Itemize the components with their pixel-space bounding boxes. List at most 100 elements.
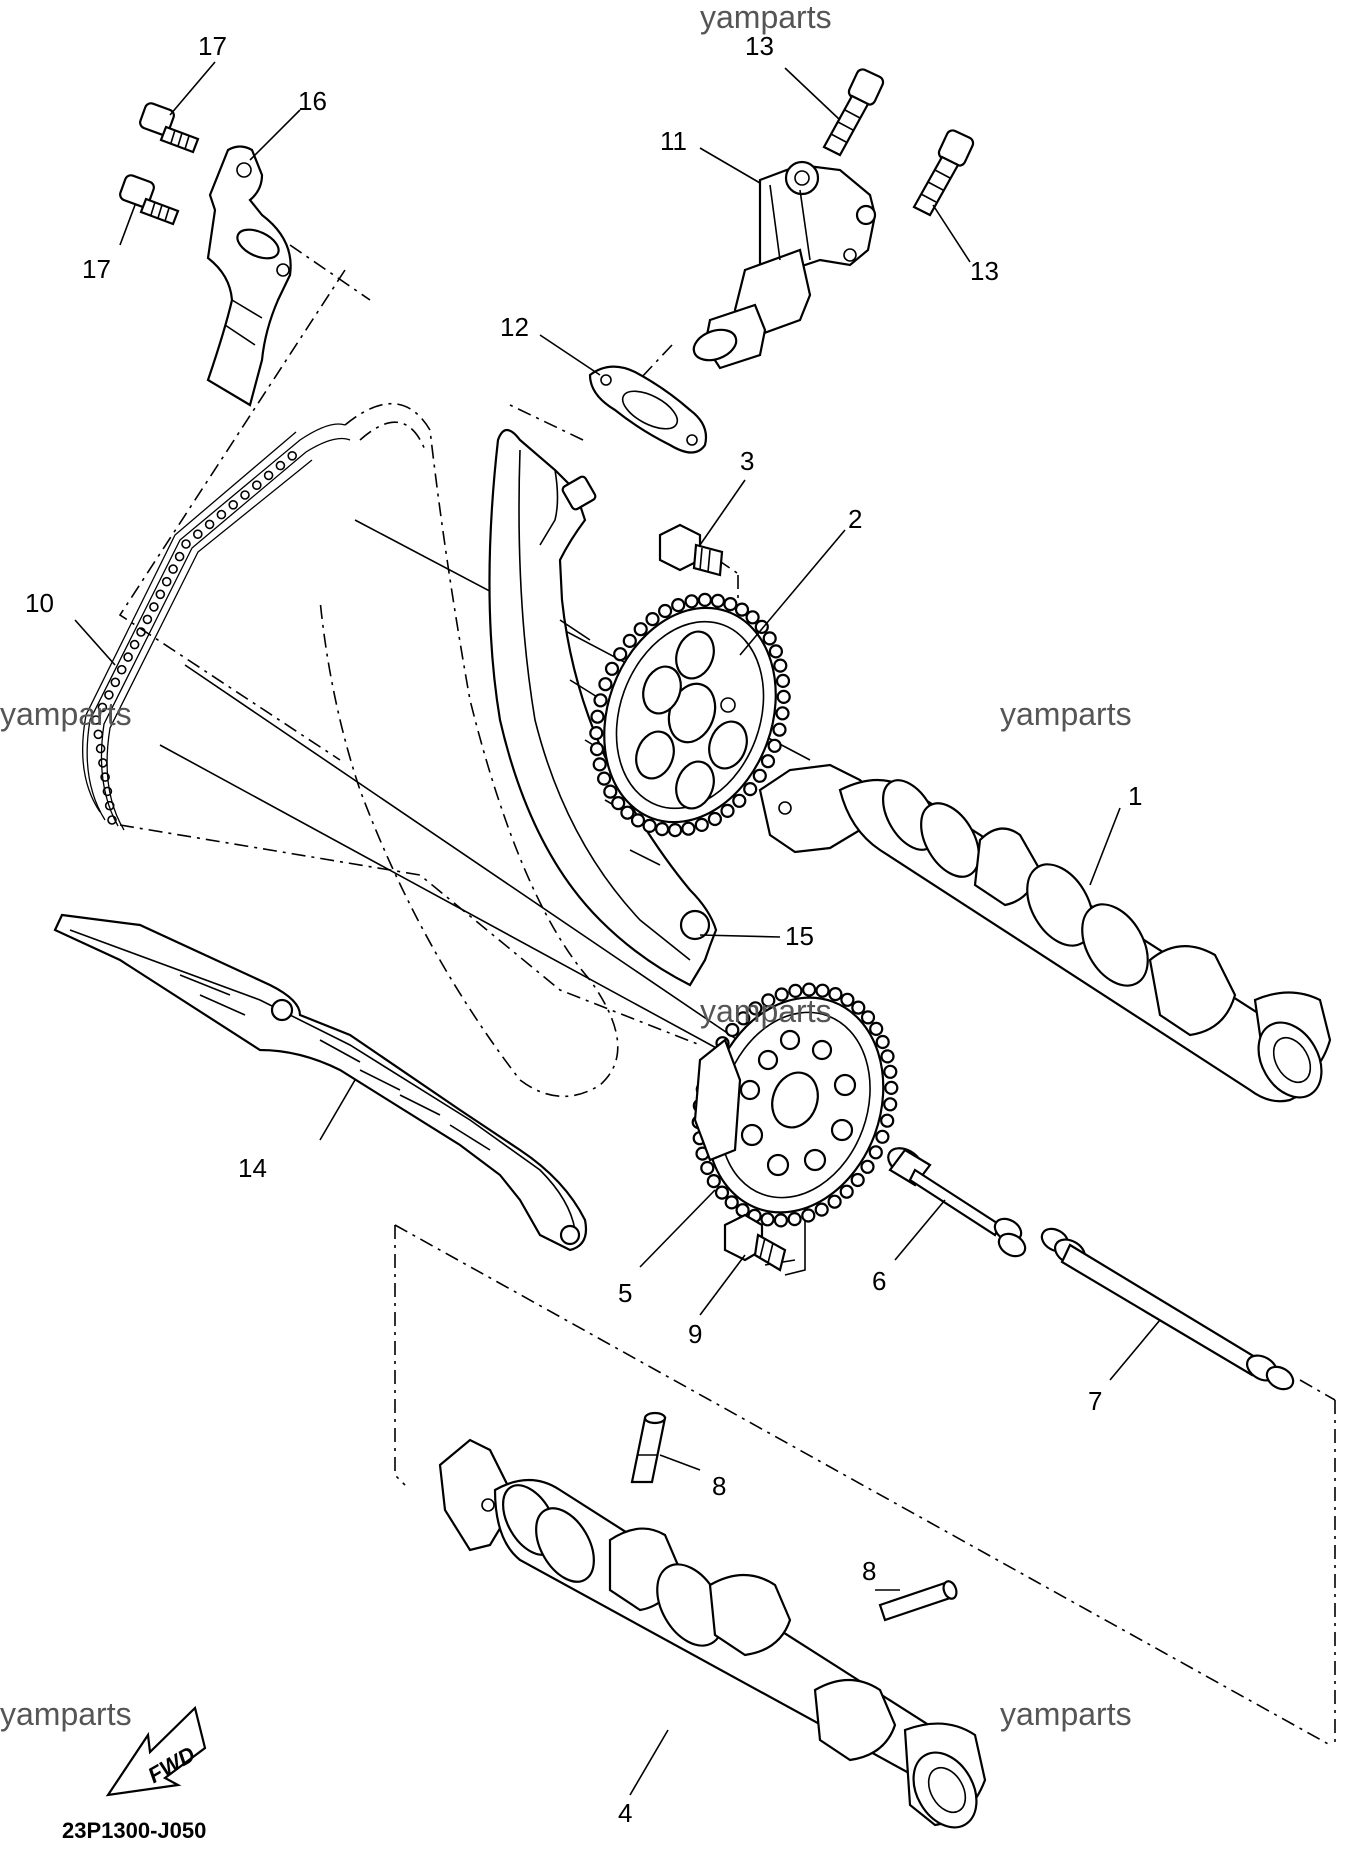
- sprocket-tooth: [768, 644, 784, 659]
- sprocket-tooth: [851, 1000, 866, 1015]
- callout-16: 16: [298, 86, 327, 116]
- chain-link: [110, 677, 121, 688]
- cam-sprocket-5: [691, 982, 899, 1228]
- chain-link: [240, 490, 250, 500]
- sprocket-tooth: [596, 771, 612, 786]
- sprocket-tooth: [734, 602, 750, 617]
- chain-link: [107, 815, 117, 825]
- sprocket-tooth: [724, 1195, 739, 1210]
- sprocket-tooth: [775, 706, 790, 721]
- sprocket-tooth: [707, 811, 723, 827]
- callout-5: 5: [618, 1278, 632, 1308]
- sprocket-tooth: [773, 1213, 789, 1228]
- sprocket-tooth: [883, 1064, 898, 1079]
- callout-4: 4: [618, 1798, 632, 1828]
- chain-link: [181, 539, 191, 549]
- sprocket-tooth: [736, 1011, 751, 1026]
- chain-link: [287, 450, 298, 461]
- sprocket-tooth: [671, 597, 686, 613]
- sprocket-tooth: [620, 805, 635, 820]
- sprocket-tooth: [880, 1049, 895, 1064]
- chain-link: [228, 499, 238, 510]
- bolt-13-right: [912, 129, 975, 217]
- sprocket-tooth: [772, 722, 787, 737]
- callout-14: 14: [238, 1153, 267, 1183]
- sprocket-tooth: [598, 677, 613, 692]
- chain-link: [251, 480, 262, 491]
- sprocket-tooth: [860, 1010, 876, 1025]
- sprocket-tooth: [592, 757, 607, 772]
- callout-13-right: 13: [970, 256, 999, 286]
- dowel-pin-8-lower: [878, 1580, 958, 1622]
- chain-link: [216, 509, 227, 520]
- chain-guide-14: [53, 913, 588, 1252]
- chain-link: [91, 715, 101, 725]
- chain-link: [116, 664, 127, 675]
- sprocket-tooth: [761, 993, 776, 1008]
- sprocket-tooth: [667, 822, 683, 838]
- sprocket-tooth: [622, 633, 637, 649]
- callout-15: 15: [785, 921, 814, 951]
- sprocket-tooth: [760, 754, 776, 769]
- shaft-6: [887, 1147, 1027, 1258]
- chain-link: [97, 702, 108, 713]
- callout-9: 9: [688, 1319, 702, 1349]
- sprocket-tooth: [603, 784, 618, 799]
- sprocket-tooth: [839, 1184, 854, 1199]
- chain-link: [193, 529, 203, 540]
- sprocket-tooth: [710, 593, 726, 609]
- sprocket-tooth: [767, 738, 782, 753]
- sprocket-tooth: [633, 622, 648, 637]
- chain-link: [100, 772, 110, 782]
- callout-12: 12: [500, 312, 529, 342]
- sprocket-tooth: [801, 982, 817, 997]
- bolt-3: [658, 523, 724, 577]
- sprocket-tooth: [684, 594, 699, 609]
- camshaft-4: [438, 1438, 987, 1829]
- watermark-top: yamparts: [700, 0, 832, 35]
- callout-11: 11: [660, 126, 687, 156]
- sprocket-tooth: [752, 768, 767, 783]
- sprocket-tooth: [593, 693, 608, 708]
- callout-2: 2: [848, 504, 862, 534]
- sprocket-tooth: [875, 1129, 890, 1144]
- sprocket-tooth: [774, 987, 789, 1002]
- callout-1: 1: [1128, 781, 1142, 811]
- chain-link: [129, 639, 140, 650]
- chain-link: [204, 519, 215, 530]
- sprocket-tooth: [860, 1159, 875, 1174]
- chain-link: [142, 614, 153, 625]
- watermark-bottom-left: yamparts: [0, 1696, 132, 1732]
- sprocket-tooth: [735, 1203, 750, 1218]
- sprocket-tooth: [788, 983, 803, 999]
- callout-17-bottom: 17: [82, 254, 111, 284]
- watermark-bottom-right: yamparts: [1000, 1696, 1132, 1732]
- sprocket-tooth: [875, 1034, 890, 1050]
- chain-link: [155, 589, 166, 600]
- chain-link: [98, 758, 108, 768]
- diagram-code: 23P1300-J050: [62, 1818, 206, 1843]
- chain-link: [168, 564, 178, 574]
- bolt-13-upper: [822, 68, 885, 157]
- sprocket-tooth: [694, 817, 709, 833]
- sprocket-tooth: [645, 611, 660, 627]
- chain-link: [263, 470, 274, 481]
- sprocket-tooth: [681, 821, 696, 836]
- callout-leaders: [74, 61, 1161, 1796]
- callout-7: 7: [1088, 1386, 1102, 1416]
- bolt-9: [723, 1213, 787, 1272]
- watermark-left-mid: yamparts: [0, 696, 132, 732]
- camshaft-1: [758, 763, 1332, 1103]
- sprocket-tooth: [745, 610, 760, 625]
- sprocket-tooth: [868, 1145, 883, 1160]
- shaft-7: [1040, 1227, 1295, 1391]
- sprocket-tooth: [642, 818, 657, 834]
- watermarks: yamparts yamparts yamparts yamparts yamp…: [0, 0, 1132, 1732]
- callout-6: 6: [872, 1266, 886, 1296]
- sprocket-tooth: [827, 1194, 842, 1209]
- chain-link: [95, 743, 106, 754]
- chain-guide-15: [488, 428, 718, 987]
- sprocket-tooth: [840, 992, 855, 1007]
- chain-link: [149, 602, 159, 612]
